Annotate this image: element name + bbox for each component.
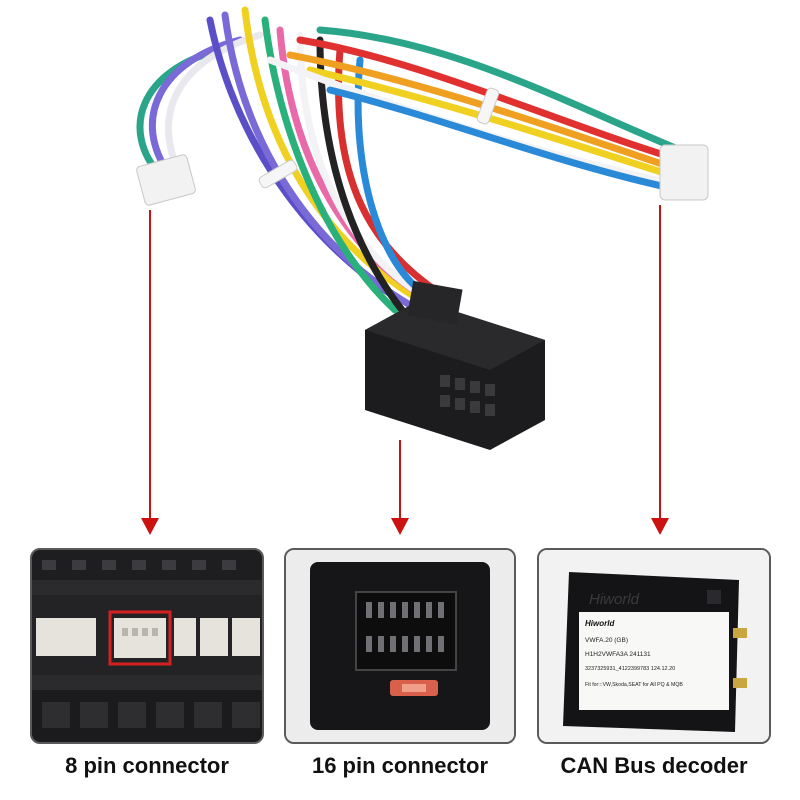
can-bus-decoder-photo: Hiworld Hiworld VWFA.20 (GB) H1H2VWFA3A …: [539, 550, 769, 742]
panel-can-bus-decoder: Hiworld Hiworld VWFA.20 (GB) H1H2VWFA3A …: [537, 548, 771, 744]
caption-can-bus-decoder: CAN Bus decoder: [560, 753, 748, 778]
decoder-label-line4: Fit for:::VW,Skoda,SEAT for All PQ & MQB: [585, 682, 683, 688]
panel-16-pin-connector: [284, 548, 516, 744]
decoder-brand: Hiworld: [585, 619, 615, 628]
wiring-harness-photo: [136, 6, 709, 450]
16-pin-connector-photo: [286, 550, 514, 742]
decoder-label-line3: 3237325931_4122399783 124.12.20: [585, 666, 675, 672]
panel-8-pin-connector: [30, 548, 264, 744]
8-pin-connector-photo: [32, 550, 262, 742]
decoder-label-line2: H1H2VWFA3A 241131: [585, 651, 651, 658]
decoder-label-line1: VWFA.20 (GB): [585, 637, 628, 644]
decoder-brand-watermark: Hiworld: [589, 591, 640, 608]
caption-16-pin-connector: 16 pin connector: [311, 753, 489, 778]
caption-8-pin-connector: 8 pin connector: [65, 753, 229, 778]
